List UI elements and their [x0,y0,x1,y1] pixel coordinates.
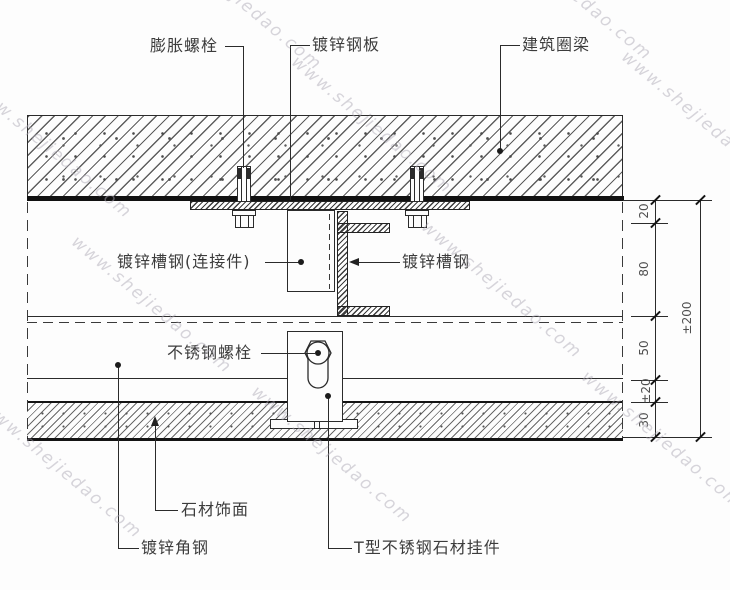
label-ring-beam: 建筑圈梁 [522,35,591,54]
bolt-shaft-line [241,166,242,202]
hidden-edge-line [27,322,623,323]
dim-extension-line [623,200,712,201]
label-t-hanger: T型不锈钢石材挂件 [354,538,501,557]
dim-value-80: 80 [637,261,651,277]
leader-expansion-bolt [243,46,244,168]
beam-soffit-line [27,196,624,201]
leader-angle-steel [118,367,119,549]
label-stone-facing: 石材饰面 [181,500,250,519]
dim-value-pm20: ±20 [639,378,653,404]
dim-extension-line [623,437,712,438]
dim-chain-line [655,200,656,438]
leader-dot [298,259,304,265]
bolt-expansion-prong [238,168,241,179]
label-channel: 镀锌槽钢 [402,252,471,271]
leader-stone-facing [156,510,178,511]
label-expansion-bolt: 膨胀螺栓 [150,36,219,55]
dim-overall-line [700,200,701,438]
bolt-nut [408,215,427,228]
watermark-text: www.shejiedao.com [617,46,730,194]
leader-t-hanger [329,548,352,549]
channel-connector-plate [287,210,335,292]
bolt-nut [235,215,254,228]
leader-stone-facing [155,424,156,511]
leader-stainless-bolt [261,353,315,354]
bolt-shaft-line [246,166,247,202]
nut-facet-line [240,215,241,228]
dim-value-20: 20 [637,203,651,219]
dim-value-overall: ±200 [680,301,694,335]
leader-t-hanger [328,398,329,549]
leader-dot [497,148,503,154]
label-stainless-bolt: 不锈钢螺栓 [167,343,253,362]
left-break-line [27,202,28,438]
label-steel-plate: 镀锌钢板 [312,35,381,54]
label-angle-steel: 镀锌角钢 [141,538,210,557]
dim-extension-line [631,316,668,317]
leader-end-dot [315,350,321,356]
bolt-expansion-prong [420,168,423,179]
leader-steel-plate [290,45,310,46]
leader-expansion-bolt [225,46,244,47]
dim-extension-line [631,380,668,381]
leader-dot [115,362,121,368]
dim-extension-line [631,402,668,403]
bolt-shaft-line [414,166,415,202]
nut-facet-line [413,215,414,228]
leader-arrow [151,416,159,426]
steel-plate-section [190,201,470,210]
channel-top-flange [337,223,390,233]
right-break-line [622,202,623,438]
leader-channel-connector [265,262,301,263]
leader-arrow [349,258,359,266]
leader-channel [352,262,400,263]
leader-ring-beam [500,45,501,153]
dim-extension-line [631,223,668,224]
watermark-text: www.shejiedao.com [417,216,586,364]
stainless-bolt-assembly [304,340,332,389]
nut-facet-line [421,215,422,228]
channel-bottom-flange [337,306,390,316]
leader-dot [325,393,331,399]
ring-beam-section [27,115,623,198]
angle-steel-top-line [27,316,623,317]
nut-facet-line [248,215,249,228]
bolt-expansion-prong [247,168,250,179]
bolt-shaft-line [419,166,420,202]
t-hanger-rib [314,421,320,429]
leader-ring-beam [500,45,520,46]
hidden-bolt-centerline [329,214,330,289]
dim-value-50: 50 [637,340,651,356]
leader-angle-steel [119,548,139,549]
bolt-expansion-prong [411,168,414,179]
leader-steel-plate [290,45,291,200]
label-channel-connector: 镀锌槽钢(连接件) [117,252,251,271]
